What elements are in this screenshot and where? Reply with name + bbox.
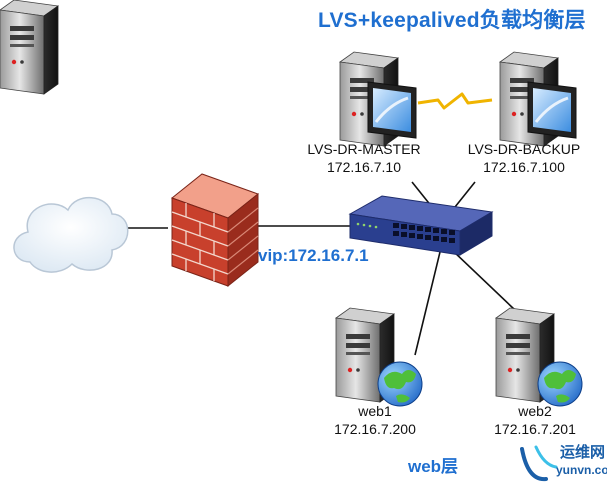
cloud-icon bbox=[13, 196, 129, 273]
lvs-backup-ip: 172.16.7.100 bbox=[483, 159, 565, 175]
lvs-backup-label: LVS-DR-BACKUP 172.16.7.100 bbox=[456, 140, 592, 176]
server-icon bbox=[0, 0, 60, 95]
heartbeat-icon bbox=[417, 92, 493, 110]
connection-lines bbox=[122, 181, 516, 356]
lvs-master-name: LVS-DR-MASTER bbox=[307, 141, 421, 157]
lvs-master-ip: 172.16.7.10 bbox=[327, 159, 401, 175]
link-switch-web2 bbox=[451, 249, 516, 311]
link-backup-switch bbox=[454, 181, 476, 208]
watermark-url: yunvn.com bbox=[556, 463, 607, 477]
link-switch-web1 bbox=[414, 251, 441, 356]
web1-server bbox=[335, 307, 423, 407]
lvs-backup-server bbox=[499, 51, 577, 147]
watermark: 运维网 yunvn.com bbox=[516, 441, 607, 485]
watermark-logo-icon bbox=[520, 445, 558, 482]
lvs-master-label: LVS-DR-MASTER 172.16.7.10 bbox=[296, 140, 432, 176]
web2-name: web2 bbox=[518, 403, 552, 419]
vip-label: vip:172.16.7.1 bbox=[258, 246, 369, 265]
web1-label: web1 172.16.7.200 bbox=[320, 402, 430, 438]
diagram-title: LVS+keepalived负载均衡层 bbox=[318, 9, 586, 32]
globe-icon bbox=[537, 361, 583, 407]
web2-server bbox=[495, 307, 583, 407]
switch-icon bbox=[348, 195, 494, 256]
web-layer-title: web层 bbox=[408, 457, 459, 476]
web1-name: web1 bbox=[358, 403, 392, 419]
globe-icon bbox=[377, 361, 423, 407]
web2-label: web2 172.16.7.201 bbox=[480, 402, 590, 438]
lvs-backup-name: LVS-DR-BACKUP bbox=[467, 141, 581, 157]
firewall-icon bbox=[170, 173, 260, 288]
lvs-master-server bbox=[339, 51, 417, 147]
watermark-brand: 运维网 bbox=[560, 444, 606, 461]
web2-ip: 172.16.7.201 bbox=[494, 421, 576, 437]
web1-ip: 172.16.7.200 bbox=[334, 421, 416, 437]
